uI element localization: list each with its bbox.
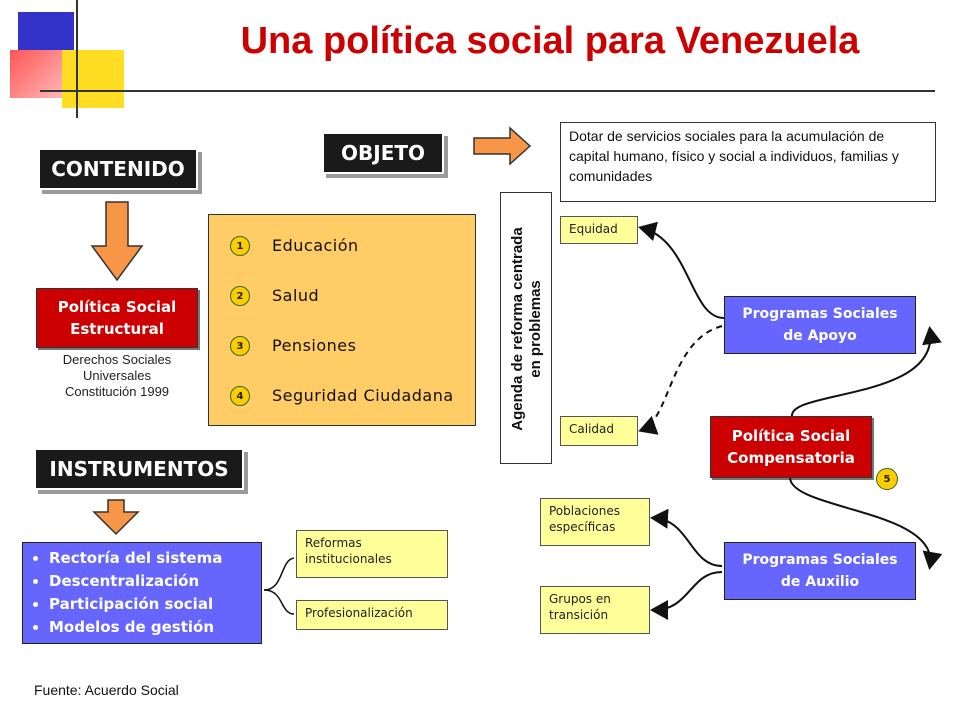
arrow-compensatoria-auxilio [789,477,943,570]
programas-auxilio-box: Programas Sociales de Auxilio [724,542,916,600]
decor-vertical-line [76,0,78,118]
arrow-apoyo-calidad [638,325,723,435]
derechos-text: Derechos Sociales Universales Constituci… [62,352,172,399]
grupos-box: Grupos en transición [540,586,650,634]
area-label-2: Salud [272,286,320,305]
area-label-3: Pensiones [272,336,357,355]
instrumentos-label: INSTRUMENTOS [34,448,244,490]
arrow-compensatoria-apoyo [790,326,942,417]
right-arrow-objeto [473,126,532,166]
instrumento-3: Participación social [49,593,251,616]
page-title: Una política social para Venezuela [240,20,860,62]
down-arrow-instrumentos [92,499,140,536]
reformas-box: Reformas institucionales [296,530,448,578]
area-label-4: Seguridad Ciudadana [272,386,454,405]
politica-compensatoria-box: Política Social Compensatoria [710,416,872,478]
objeto-description: Dotar de servicios sociales para la acum… [560,122,936,202]
badge-5: 5 [876,468,898,490]
instrumento-1: Rectoría del sistema [49,547,251,570]
politica-estructural-box: Política Social Estructural [36,288,198,348]
area-number-3: 3 [230,336,250,356]
politica-estructural-line2: Estructural [70,320,164,338]
arrow-apoyo-equidad [638,221,725,319]
down-arrow-contenido [90,201,144,282]
arrow-auxilio-poblaciones [650,508,723,567]
area-label-1: Educación [272,236,359,255]
decor-horizontal-line [40,90,935,92]
area-number-1: 1 [230,236,250,256]
instrumento-2: Descentralización [49,570,251,593]
bracket-instrumentos-2 [263,589,295,615]
area-number-2: 2 [230,286,250,306]
agenda-box: Agenda de reforma centrada en problemas [500,192,552,464]
instrumento-4: Modelos de gestión [49,616,251,639]
contenido-label: CONTENIDO [38,148,198,190]
area-number-4: 4 [230,386,250,406]
programas-apoyo-box: Programas Sociales de Apoyo [724,296,916,354]
poblaciones-box: Poblaciones específicas [540,498,650,546]
objeto-label: OBJETO [322,132,444,174]
arrow-auxilio-grupos [650,571,723,620]
instrumentos-list-box: Rectoría del sistema Descentralización P… [22,542,262,644]
fuente-text: Fuente: Acuerdo Social [34,682,179,698]
equidad-box: Equidad [560,216,638,244]
bracket-instrumentos [263,557,295,591]
calidad-box: Calidad [560,416,638,446]
profesionalizacion-box: Profesionalización [296,600,448,630]
politica-estructural-line1: Política Social [57,298,177,316]
areas-box [208,214,476,426]
decor-yellow-square [62,50,124,108]
